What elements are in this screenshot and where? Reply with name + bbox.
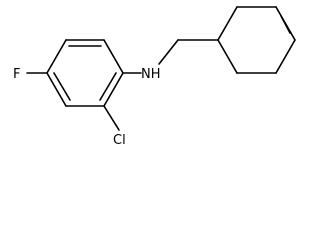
benzene-ring — [46, 39, 124, 107]
double-bond-inner — [53, 72, 71, 101]
ring-bond — [46, 72, 67, 107]
ring-bond — [103, 39, 124, 74]
amine-label: NH — [141, 67, 161, 82]
c-cl-bond — [103, 105, 120, 131]
ring-bond — [217, 6, 238, 41]
n-ch2-bond — [158, 39, 179, 65]
fluorine-label: F — [13, 67, 20, 82]
ring-bond — [275, 39, 296, 74]
double-bond-inner — [99, 72, 117, 101]
ring-bond — [103, 72, 124, 107]
ring-bond — [217, 39, 238, 74]
ring-bond — [46, 39, 67, 74]
double-bond-inner — [280, 15, 291, 34]
chlorine-label: Cl — [113, 133, 126, 148]
molecule-structure: F NH Cl — [13, 6, 296, 148]
cyclohexene-ring — [217, 6, 296, 74]
